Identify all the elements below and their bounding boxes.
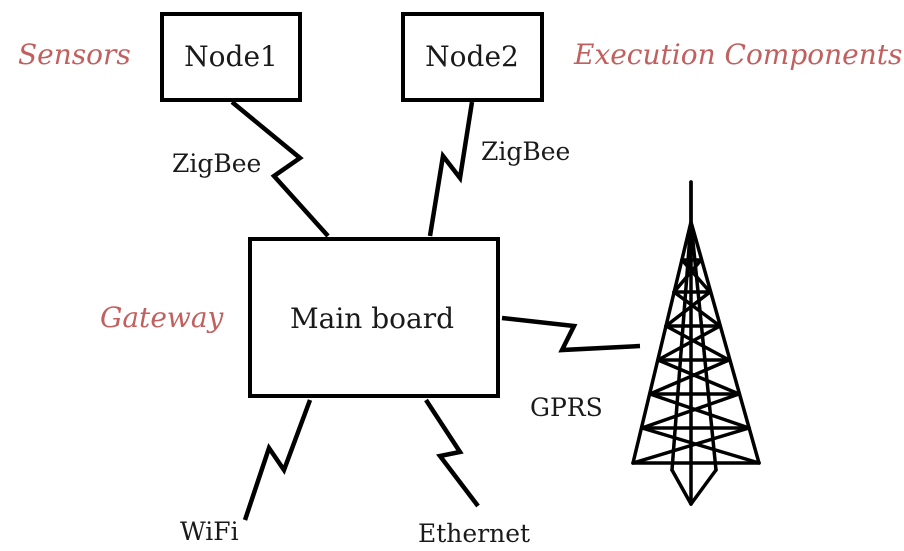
zigbee-label-node2: ZigBee: [481, 137, 570, 166]
main-board-label: Main board: [290, 302, 454, 335]
main-board-box: Main board: [248, 237, 500, 398]
ethernet-link: [424, 398, 480, 508]
zigbee-link-node1: [230, 100, 330, 238]
wifi-label: WiFi: [180, 517, 239, 546]
radio-tower-icon: [631, 180, 761, 506]
node2-box: Node2: [401, 12, 544, 102]
wifi-link: [242, 399, 313, 521]
zigbee-label-node1: ZigBee: [172, 149, 261, 178]
ethernet-label: Ethernet: [418, 519, 530, 548]
node2-label: Node2: [425, 40, 519, 73]
node1-label: Node1: [184, 40, 278, 73]
node1-box: Node1: [160, 12, 302, 102]
gprs-link: [501, 315, 641, 353]
execution-components-label: Execution Components: [573, 38, 902, 71]
gateway-label: Gateway: [100, 301, 225, 334]
zigbee-link-node2: [427, 101, 475, 237]
sensors-label: Sensors: [18, 38, 131, 71]
gprs-label: GPRS: [530, 393, 603, 422]
